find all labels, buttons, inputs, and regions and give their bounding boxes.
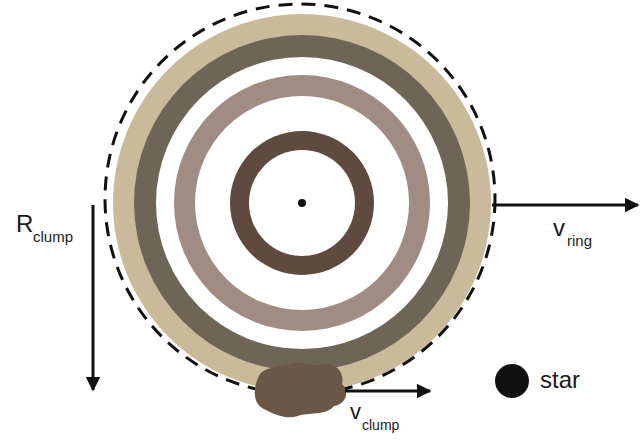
star-symbol	[495, 364, 529, 398]
ring-gap	[249, 150, 355, 256]
ring-gap	[195, 96, 409, 310]
radius-subscript: clump	[33, 229, 73, 244]
radius-symbol: R	[16, 212, 33, 236]
outer-ring	[113, 14, 491, 392]
velocity-subscript: ring	[567, 233, 592, 248]
ring-gap	[156, 57, 448, 349]
velocity-subscript: clump	[362, 418, 399, 432]
dark-ring	[134, 35, 470, 371]
ring-velocity-arrow	[492, 204, 638, 207]
mauve-ring	[174, 75, 430, 331]
clump-blob	[255, 363, 346, 417]
inner-ring	[230, 131, 374, 275]
velocity-symbol: v	[350, 401, 361, 423]
radius-arrow	[92, 205, 95, 390]
velocity-symbol: v	[553, 216, 565, 240]
clump-velocity-arrow	[345, 390, 430, 393]
dashed-orbit	[105, 4, 495, 394]
star-label: star	[540, 368, 580, 392]
center-dot	[298, 199, 306, 207]
